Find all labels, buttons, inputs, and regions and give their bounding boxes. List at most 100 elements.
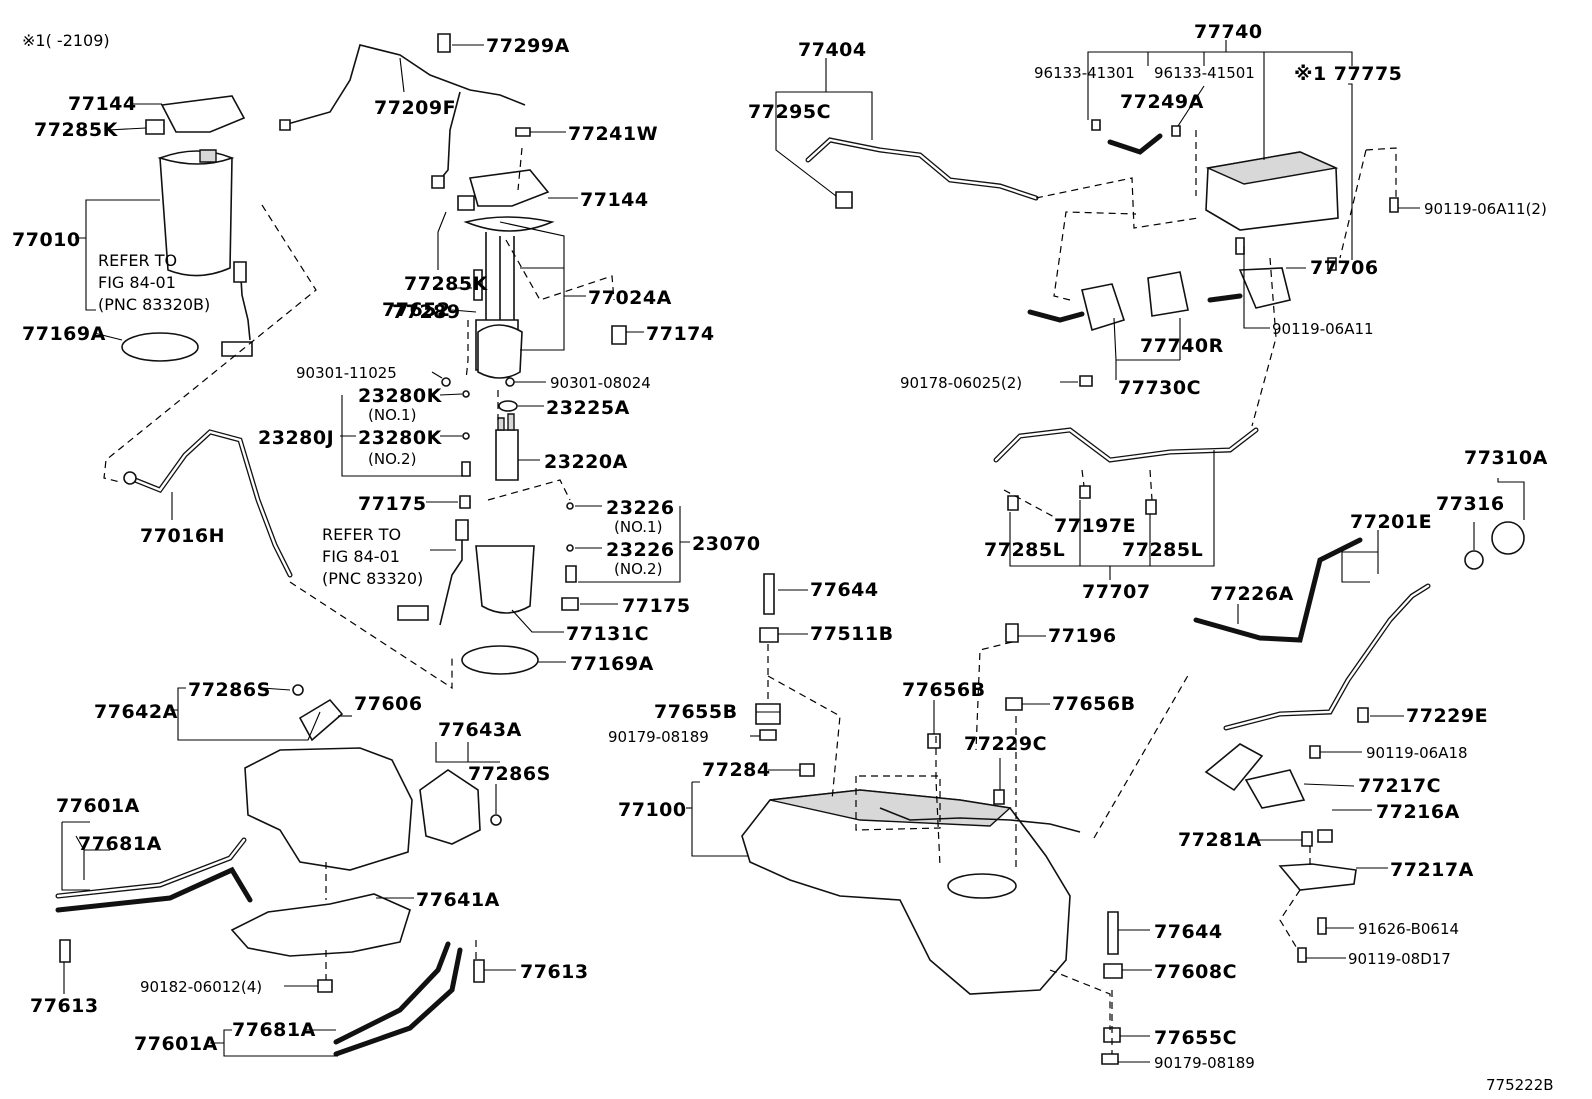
sublabel-no1: (NO.1) bbox=[368, 406, 416, 424]
breather-77226A bbox=[1193, 537, 1363, 643]
label-77175: 77175 bbox=[358, 493, 427, 515]
stud-77644-b bbox=[1107, 911, 1119, 955]
label-77299A: 77299A bbox=[486, 35, 570, 57]
pump-guide-rods bbox=[485, 232, 515, 330]
washer-90179-a bbox=[759, 729, 777, 741]
label-23070: 23070 bbox=[692, 533, 761, 555]
tank-vent-tube bbox=[879, 807, 1081, 833]
label-77285K-b: 77285K bbox=[404, 273, 489, 295]
label-23280K-no1: 23280K bbox=[358, 385, 443, 407]
sender-canister-77010 bbox=[159, 157, 233, 277]
clamp-77216A bbox=[1317, 829, 1333, 843]
canister-77131C bbox=[475, 545, 535, 614]
ring-77316 bbox=[1464, 550, 1484, 570]
protector-77217C bbox=[1244, 769, 1306, 809]
label-77681A: 77681A bbox=[78, 833, 162, 855]
hose-77730C bbox=[1027, 309, 1085, 323]
clip-77656B-b bbox=[1005, 697, 1023, 711]
pump-ring-77144-b bbox=[468, 169, 550, 207]
label-77601A-b: 77601A bbox=[134, 1033, 218, 1055]
o-ring-23280K-no1 bbox=[462, 390, 470, 398]
label-77281A: 77281A bbox=[1178, 829, 1262, 851]
label-23220A: 23220A bbox=[544, 451, 628, 473]
o-ring-90301-11025 bbox=[441, 377, 451, 387]
part-labels: ※1( -2109) 775222B 77299A 77144 77285K 7… bbox=[12, 21, 1554, 1094]
label-23280J: 23280J bbox=[258, 427, 334, 449]
clip-77229C bbox=[993, 789, 1005, 805]
label-77656B: 77656B bbox=[902, 679, 986, 701]
cushion-77655B bbox=[755, 703, 781, 725]
label-77201E: 77201E bbox=[1350, 511, 1432, 533]
label-77229E: 77229E bbox=[1406, 705, 1488, 727]
label-90119-08D17: 90119-08D17 bbox=[1348, 950, 1451, 968]
grommet-77608C bbox=[1103, 963, 1123, 979]
pump-reservoir bbox=[477, 324, 523, 379]
label-77197E: 77197E bbox=[1054, 515, 1136, 537]
bracket-77217A bbox=[1278, 863, 1357, 891]
bolt-77775 bbox=[1327, 257, 1337, 271]
ref-note-2-line2: FIG 84-01 bbox=[322, 547, 400, 566]
label-77656B-b: 77656B bbox=[1052, 693, 1136, 715]
clip-77285K-b bbox=[457, 195, 475, 211]
ref-note-1-line1: REFER TO bbox=[98, 251, 177, 270]
label-77229C: 77229C bbox=[964, 733, 1047, 755]
sublabel-no2: (NO.2) bbox=[368, 450, 416, 468]
label-77209F: 77209F bbox=[374, 97, 456, 119]
vent-hose-end bbox=[835, 191, 853, 209]
clip-77229E bbox=[1357, 707, 1369, 723]
label-77196: 77196 bbox=[1048, 625, 1117, 647]
label-77175-b: 77175 bbox=[622, 595, 691, 617]
label-77681A-b: 77681A bbox=[232, 1019, 316, 1041]
label-77284: 77284 bbox=[702, 759, 771, 781]
label-77511B: 77511B bbox=[810, 623, 894, 645]
bolt-91626 bbox=[1317, 917, 1327, 935]
header-note: ※1( -2109) bbox=[22, 31, 110, 50]
nut-90178 bbox=[1079, 375, 1093, 387]
ref-note-1-line2: FIG 84-01 bbox=[98, 273, 176, 292]
alignment-lines bbox=[103, 130, 1397, 1054]
label-77601A: 77601A bbox=[56, 795, 140, 817]
label-77613-b: 77613 bbox=[520, 961, 589, 983]
o-ring-23280K-no2 bbox=[462, 432, 470, 440]
hose-77249A bbox=[1107, 133, 1163, 155]
fuel-line-77016H-inner bbox=[128, 430, 292, 577]
bolt-90119-08D17 bbox=[1297, 947, 1307, 963]
label-77169A: 77169A bbox=[22, 323, 106, 345]
bracket-77281A bbox=[1301, 831, 1313, 847]
label-77643A: 77643A bbox=[438, 719, 522, 741]
leader-lines bbox=[61, 40, 1525, 1063]
cushion-23225A bbox=[498, 400, 518, 412]
washer-90179-b bbox=[1101, 1053, 1119, 1065]
clip-77175-b bbox=[561, 597, 579, 611]
label-77131C: 77131C bbox=[566, 623, 649, 645]
valve-23070 bbox=[565, 565, 577, 583]
label-77285K: 77285K bbox=[34, 119, 119, 141]
pump-23220A-top bbox=[497, 413, 515, 431]
sublabel-no2-b: (NO.2) bbox=[614, 560, 662, 578]
sender-top-cap bbox=[199, 149, 217, 163]
label-96133-41501: 96133-41501 bbox=[1154, 64, 1255, 82]
label-77169A-b: 77169A bbox=[570, 653, 654, 675]
cushion-77655C bbox=[1103, 1027, 1121, 1043]
label-23280K-no2: 23280K bbox=[358, 427, 443, 449]
label-23226-no2: 23226 bbox=[606, 539, 675, 561]
label-77730C: 77730C bbox=[1118, 377, 1201, 399]
clip-77285L-b bbox=[1145, 499, 1157, 515]
strap-77601A-lower bbox=[333, 941, 451, 1045]
bolt-77613-a bbox=[59, 939, 71, 963]
harness-connector-b bbox=[431, 175, 445, 189]
bolt-77613-b bbox=[473, 959, 485, 983]
clip-77285K bbox=[145, 119, 165, 135]
label-77241W: 77241W bbox=[568, 123, 658, 145]
pump-23220A bbox=[495, 429, 519, 481]
label-90182-06012: 90182-06012(4) bbox=[140, 978, 262, 996]
gasket-77169A-a bbox=[121, 332, 199, 362]
clip-77656B-a bbox=[927, 733, 941, 749]
clip-77197E bbox=[1079, 485, 1091, 499]
strap-77601A-upper-inner bbox=[56, 838, 246, 898]
label-23226-no1: 23226 bbox=[606, 497, 675, 519]
label-23225A: 23225A bbox=[546, 397, 630, 419]
o-ring-90301-08024 bbox=[505, 377, 515, 387]
label-90179-08189: 90179-08189 bbox=[608, 728, 709, 746]
